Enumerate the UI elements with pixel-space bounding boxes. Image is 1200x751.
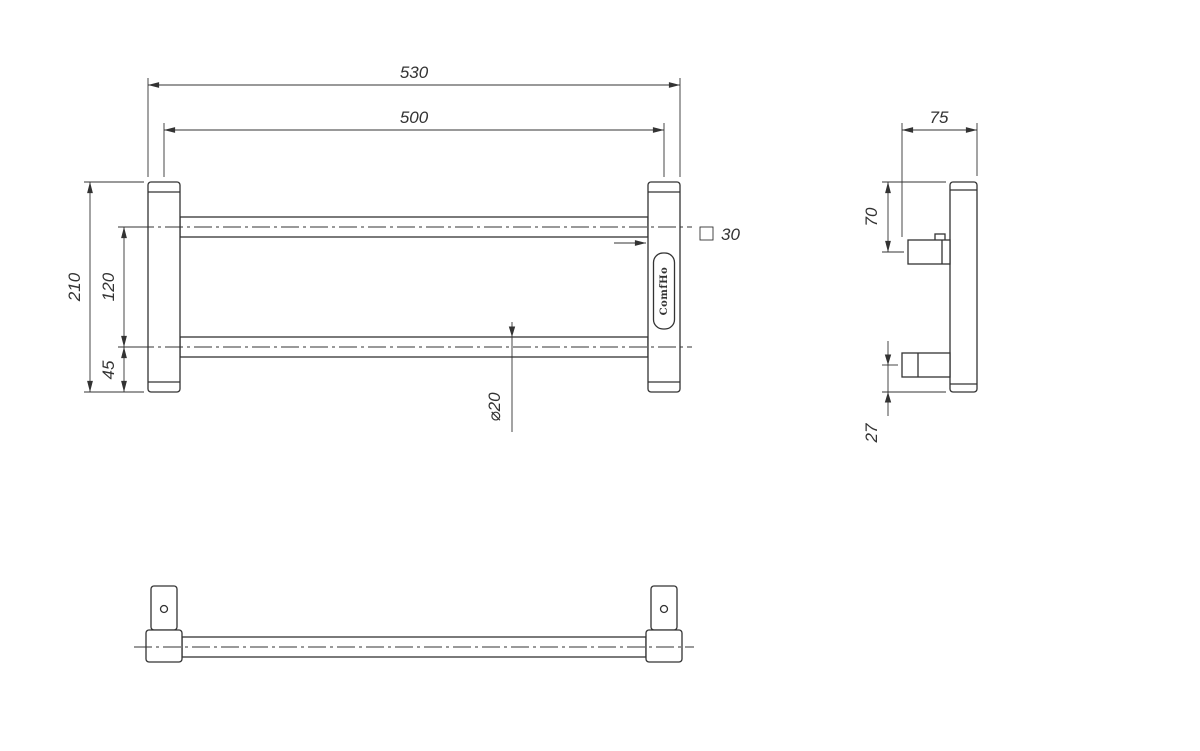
dim-overall-height: 210 bbox=[65, 181, 144, 393]
top-connector bbox=[907, 239, 951, 265]
bottom-view bbox=[134, 585, 694, 663]
side-post bbox=[949, 181, 978, 393]
front-view: ComfHo 530 500 210 120 bbox=[65, 63, 740, 432]
dim-overall-width: 530 bbox=[147, 63, 681, 177]
dim-530-label: 530 bbox=[400, 63, 429, 82]
dim-75-label: 75 bbox=[930, 108, 949, 127]
dim-bar-diameter: ⌀20 bbox=[485, 322, 516, 432]
dim-top-connector-offset: 70 bbox=[862, 181, 946, 253]
square-symbol bbox=[699, 226, 714, 241]
dim-27-label: 27 bbox=[862, 423, 881, 443]
dim-27-arrow-top bbox=[884, 354, 892, 365]
left-bracket-hole bbox=[159, 604, 169, 614]
brand-badge bbox=[652, 252, 676, 330]
brand-label: ComfHo bbox=[659, 267, 670, 316]
dim-210-label: 210 bbox=[65, 272, 84, 302]
dim-depth: 75 bbox=[901, 108, 978, 237]
right-bracket-hole bbox=[659, 604, 669, 614]
dim-bottom-connector-offset: 27 bbox=[862, 341, 946, 443]
side-view: 75 70 27 bbox=[862, 108, 978, 443]
dim-70-label: 70 bbox=[862, 207, 881, 226]
dim-500-label: 500 bbox=[400, 108, 429, 127]
left-post-plan bbox=[145, 629, 183, 663]
bottom-connector bbox=[901, 352, 951, 378]
dim-centers-width: 500 bbox=[163, 108, 665, 177]
dim-post-square: 30 bbox=[614, 225, 740, 246]
right-post-plan bbox=[645, 629, 683, 663]
dim-bottom-offset: 45 bbox=[99, 346, 127, 393]
dim-bar-spacing: 120 bbox=[99, 226, 142, 348]
dim-square30-label: 30 bbox=[721, 225, 740, 244]
left-wall-bracket bbox=[150, 585, 178, 631]
left-post bbox=[147, 181, 181, 393]
right-wall-bracket bbox=[650, 585, 678, 631]
dim-dia20-label: ⌀20 bbox=[485, 392, 504, 422]
dim-45-label: 45 bbox=[99, 360, 118, 379]
dim-120-label: 120 bbox=[99, 272, 118, 301]
dim-27-arrow-bottom bbox=[884, 392, 892, 403]
dia20-arrowhead bbox=[508, 326, 516, 337]
